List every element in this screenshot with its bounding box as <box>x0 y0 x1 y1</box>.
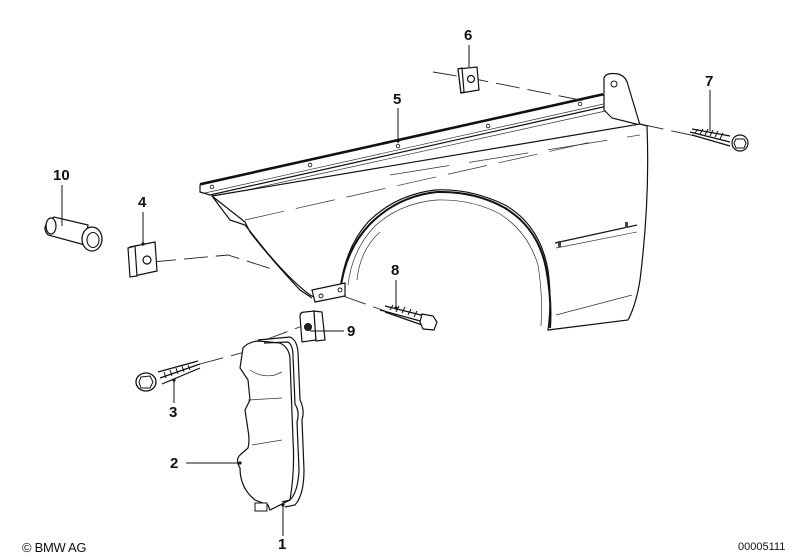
clip-nut-6[interactable] <box>457 66 480 94</box>
callout-10[interactable]: 10 <box>53 167 70 184</box>
fender-part[interactable] <box>199 72 649 331</box>
assembly-line-3 <box>199 351 246 365</box>
callout-8[interactable]: 8 <box>391 262 400 279</box>
hex-screw-8[interactable] <box>379 304 438 331</box>
hex-screw-3[interactable] <box>135 360 201 392</box>
assembly-line-8 <box>342 295 386 312</box>
callout-2[interactable]: 2 <box>170 455 179 472</box>
callout-6[interactable]: 6 <box>464 27 473 44</box>
grommet-10[interactable] <box>44 216 103 252</box>
callout-7[interactable]: 7 <box>705 73 714 90</box>
assembly-line-4 <box>151 254 276 271</box>
clip-nut-4[interactable] <box>127 241 158 278</box>
callout-4[interactable]: 4 <box>138 194 147 211</box>
callout-3[interactable]: 3 <box>169 404 178 421</box>
callout-5[interactable]: 5 <box>393 91 402 108</box>
assembly-line-6 <box>432 71 591 103</box>
hex-screw-7[interactable] <box>689 128 749 152</box>
callout-9[interactable]: 9 <box>347 323 356 340</box>
wheel-arch-seal-1[interactable] <box>257 336 305 508</box>
assembly-line-9 <box>264 324 306 341</box>
leader-lines <box>61 45 711 536</box>
copyright-label: © BMW AG <box>22 540 87 555</box>
assembly-line-7 <box>639 123 701 138</box>
diagram-number: 00005111 <box>738 541 786 553</box>
callout-1[interactable]: 1 <box>278 536 287 553</box>
splash-shield-2[interactable] <box>236 340 295 512</box>
clip-nut-9[interactable] <box>299 310 326 343</box>
